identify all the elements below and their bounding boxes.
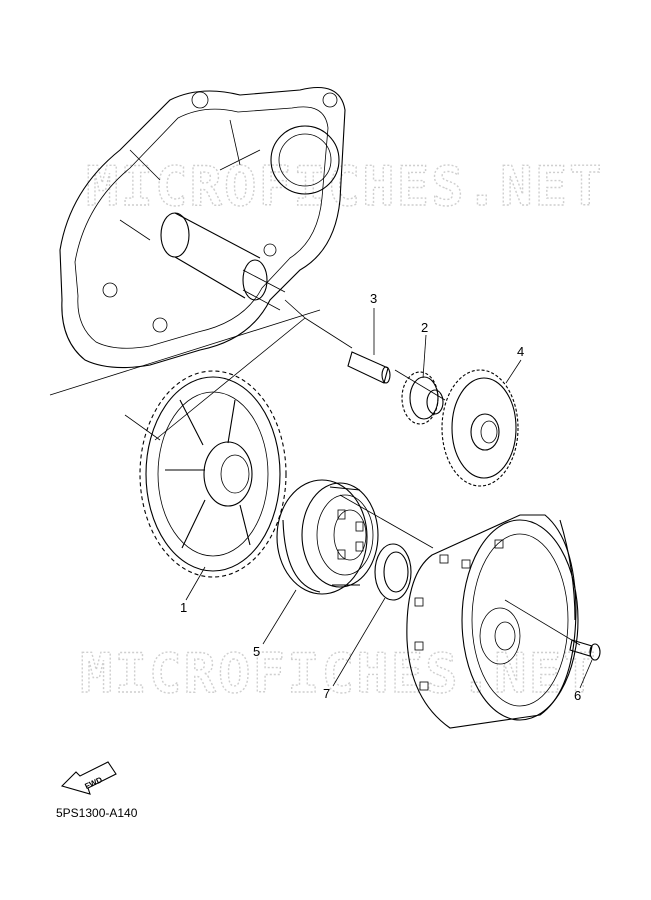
part-4-idler-gear (441, 369, 519, 487)
part-2-idler-gear (401, 371, 444, 425)
part-3-shaft-pin (347, 351, 391, 384)
crankcase-housing (49, 86, 346, 396)
fwd-arrow-icon: FWD (60, 761, 117, 795)
watermark-bottom: MICROFICHES.NET (80, 642, 598, 705)
part-5-one-way-clutch (276, 479, 379, 595)
part-6-bolt (569, 639, 601, 661)
part-7-washer (374, 543, 412, 601)
fwd-label: FWD (83, 775, 104, 791)
callout-part-2: 2 (421, 320, 428, 335)
callout-part-7: 7 (323, 686, 330, 701)
callout-part-6: 6 (574, 688, 581, 703)
part-1-starter-gear (139, 370, 287, 578)
callout-part-5: 5 (253, 644, 260, 659)
assembly-guide-lines (124, 299, 581, 646)
watermark-top: MICROFICHES.NET (86, 155, 604, 218)
callout-part-3: 3 (370, 291, 377, 306)
callout-part-1: 1 (180, 600, 187, 615)
diagram-code: 5PS1300-A140 (56, 806, 138, 820)
flywheel-rotor (406, 514, 579, 729)
callout-part-4: 4 (517, 344, 524, 359)
leader-lines (185, 308, 593, 689)
